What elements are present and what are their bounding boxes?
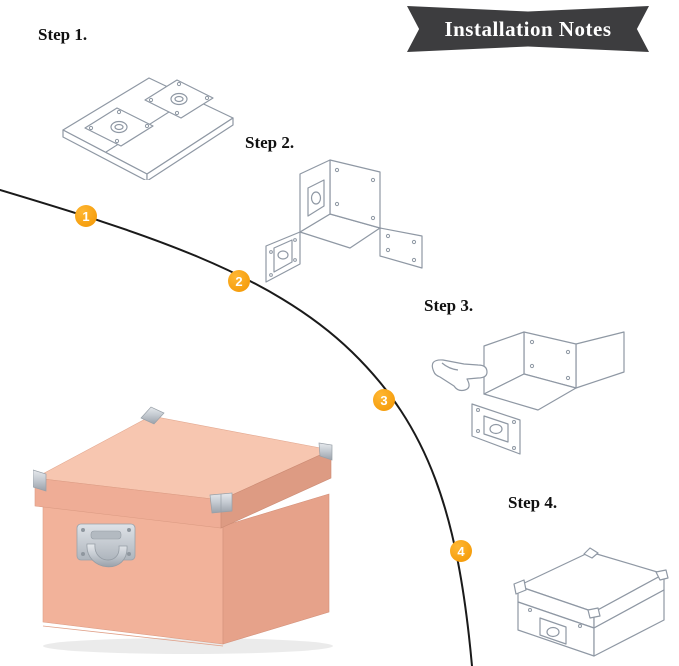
box-right-face [222, 493, 330, 645]
hand-assembly-sketch-icon [431, 331, 625, 455]
corner-protector-front-left-icon [33, 469, 47, 492]
partial-assembly-sketch-icon [265, 159, 423, 283]
corner-protector-back-right-icon [318, 442, 333, 461]
box-lid-right-rim [220, 449, 332, 529]
step-4-drawing [500, 528, 675, 663]
installation-notes-banner: Installation Notes [407, 6, 649, 52]
step-marker-3: 3 [373, 389, 395, 411]
hand-icon [431, 359, 488, 392]
step-1-label: Step 1. [38, 25, 88, 44]
step-3-label: Step 3. [424, 296, 474, 315]
flat-pack-sketch-icon [62, 77, 234, 180]
finished-box-sketch-icon [513, 547, 669, 657]
banner-title: Installation Notes [444, 16, 612, 41]
step-3-drawing [428, 308, 643, 468]
step-marker-2: 2 [228, 270, 250, 292]
corner-protector-back-left-icon [140, 406, 165, 425]
box-shadow [43, 638, 333, 654]
handle-bail [86, 543, 128, 568]
step-2-drawing [258, 142, 443, 302]
step-2-label: Step 2. [245, 133, 295, 152]
step-4-label: Step 4. [508, 493, 558, 512]
step-marker-1: 1 [75, 205, 97, 227]
metal-handle [76, 523, 136, 568]
product-photo-storage-box [33, 406, 333, 654]
step-marker-4: 4 [450, 540, 472, 562]
step-1-drawing [55, 40, 240, 180]
